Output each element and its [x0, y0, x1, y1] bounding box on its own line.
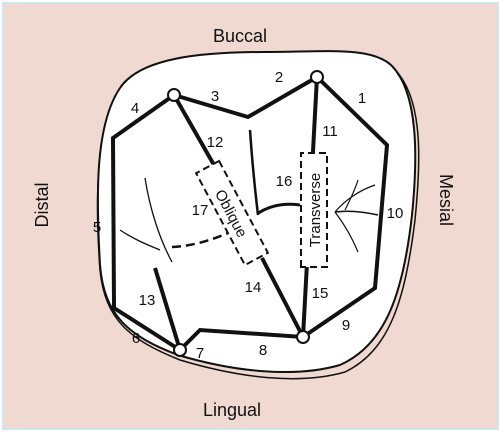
cusp-tip-mesiobuccal — [311, 71, 323, 83]
number-4: 4 — [131, 100, 139, 117]
surface-label-lingual: Lingual — [203, 400, 261, 420]
cusp-tip-mesiolingual — [297, 331, 309, 343]
transverse-ridge-label: Transverse — [307, 173, 324, 247]
cusp-tip-distolingual — [174, 344, 186, 356]
cusp-tip-distobuccal — [168, 89, 180, 101]
number-2: 2 — [275, 69, 283, 86]
number-17: 17 — [192, 202, 209, 219]
surface-label-buccal: Buccal — [213, 26, 267, 46]
surface-label-distal: Distal — [32, 182, 52, 227]
number-7: 7 — [196, 345, 204, 362]
number-3: 3 — [211, 88, 219, 105]
number-10: 10 — [387, 205, 404, 222]
number-15: 15 — [312, 285, 329, 302]
number-12: 12 — [207, 134, 224, 151]
number-5: 5 — [93, 219, 101, 236]
number-11: 11 — [322, 123, 338, 140]
number-8: 8 — [259, 342, 267, 359]
number-13: 13 — [139, 292, 156, 309]
number-1: 1 — [358, 90, 366, 107]
surface-label-mesial: Mesial — [436, 174, 456, 226]
number-16: 16 — [276, 173, 293, 190]
number-14: 14 — [245, 279, 262, 296]
number-6: 6 — [132, 330, 140, 347]
number-9: 9 — [342, 317, 350, 334]
